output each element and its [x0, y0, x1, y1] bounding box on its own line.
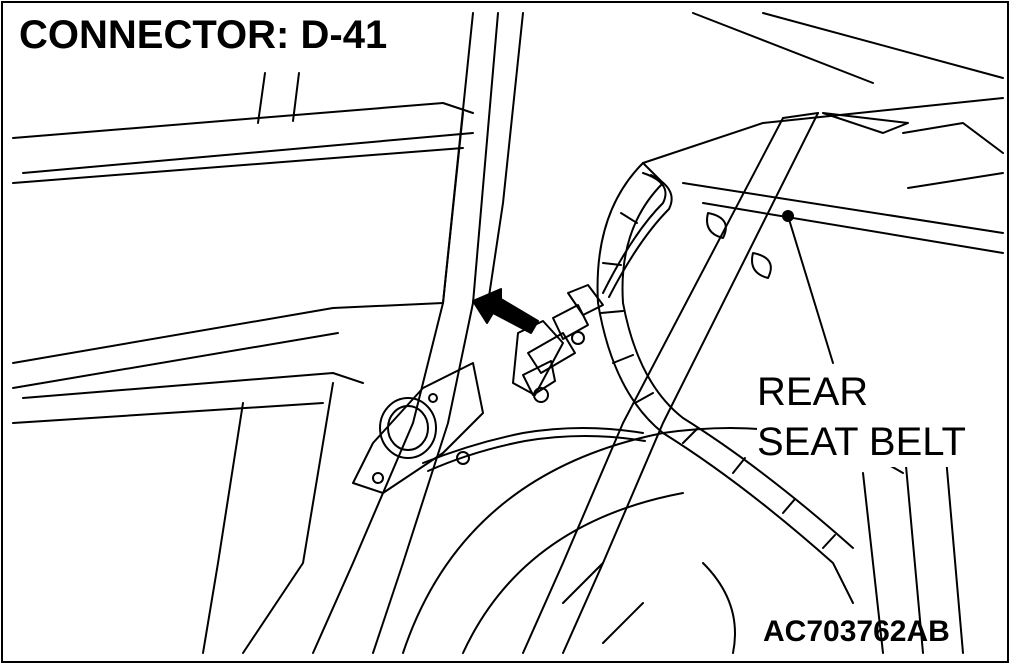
- connector-title: CONNECTOR: D-41: [17, 13, 394, 59]
- wheel-arch-trim: [402, 162, 964, 654]
- connector-d41: [512, 284, 604, 403]
- quarter-panel: [642, 97, 1004, 279]
- rear-seat-belt-callout: REAR SEAT BELT: [757, 367, 970, 467]
- pillar-trim: [312, 12, 1004, 654]
- pointer-arrow: [472, 288, 539, 334]
- rear-seat-belt: [522, 112, 819, 654]
- figure-code: AC703762AB: [763, 615, 950, 648]
- pillar-grommet: [352, 362, 484, 494]
- callout-leader: [782, 210, 834, 364]
- vehicle-interior-illustration: [12, 12, 1004, 654]
- wiring-harness: [422, 172, 673, 472]
- callout-line-2: SEAT BELT: [757, 417, 970, 467]
- seat-back-panel: [12, 72, 474, 654]
- callout-line-1: REAR: [757, 367, 970, 417]
